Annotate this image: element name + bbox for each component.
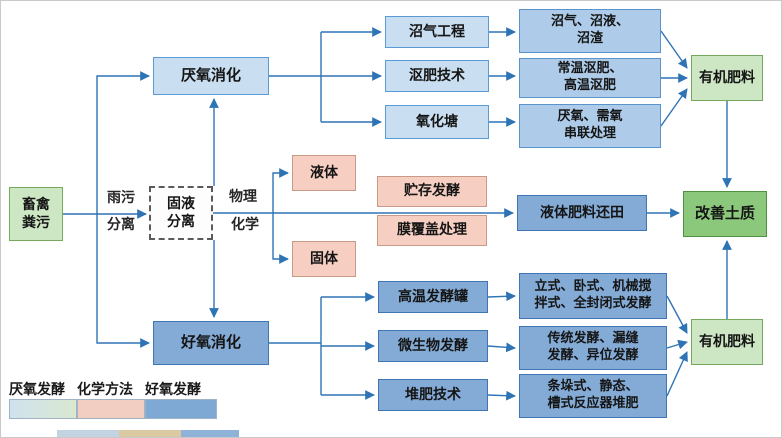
connector-compostingtypes-to-organic bbox=[666, 351, 688, 397]
node-retting-products-line1: 常温沤肥、 bbox=[557, 61, 623, 77]
legend-label-chemical: 化学方法 bbox=[77, 382, 133, 398]
node-storage-fermentation: 贮存发酵 bbox=[377, 176, 487, 207]
legend-swatch-aerobic bbox=[145, 399, 217, 419]
label-rain-sewage-2: 分离 bbox=[107, 217, 135, 233]
node-biogas-project-label: 沼气工程 bbox=[409, 23, 465, 40]
label-physical: 物理 bbox=[229, 189, 257, 205]
node-fermenter-types: 立式、卧式、机械搅 拌式、全封闭式发酵 bbox=[519, 273, 667, 319]
label-rain-sewage: 雨污 bbox=[107, 190, 135, 206]
node-oxidation-pond-label: 氧化塘 bbox=[416, 113, 458, 130]
node-storage-fermentation-label: 贮存发酵 bbox=[404, 183, 460, 200]
node-composting-types-line1: 条垛式、静态、 bbox=[547, 379, 639, 395]
node-organic-fertilizer-top-label: 有机肥料 bbox=[699, 69, 755, 86]
node-liquid-label: 液体 bbox=[310, 164, 338, 181]
node-solid-liquid-separation-line1: 固液 bbox=[167, 195, 195, 212]
node-anaerobic-digestion: 厌氧消化 bbox=[153, 57, 269, 95]
node-high-temp-fermenter-label: 高温发酵罐 bbox=[398, 288, 468, 305]
node-liquid: 液体 bbox=[292, 155, 356, 191]
node-livestock-manure-line1: 畜禽 bbox=[22, 196, 50, 213]
connector-microbial-to-types bbox=[487, 342, 516, 353]
partial-legend-strip-1 bbox=[57, 430, 119, 437]
node-solid-liquid-separation: 固液 分离 bbox=[149, 186, 213, 240]
node-microbial-fermentation-label: 微生物发酵 bbox=[398, 337, 468, 354]
node-organic-fertilizer-bottom: 有机肥料 bbox=[691, 319, 763, 365]
node-fermenter-types-line2: 拌式、全封闭式发酵 bbox=[534, 296, 652, 311]
connector-anaerobic-branch bbox=[269, 32, 322, 122]
node-aerobic-digestion: 好氧消化 bbox=[153, 321, 269, 365]
node-microbial-types-line2: 发酵、异位发酵 bbox=[547, 348, 639, 363]
node-high-temp-fermenter: 高温发酵罐 bbox=[378, 281, 488, 313]
label-chemical: 化学 bbox=[231, 217, 259, 233]
connector-aerobic-branch bbox=[269, 297, 322, 395]
partial-legend-strip-2 bbox=[119, 430, 181, 437]
connector-to-liquid bbox=[272, 168, 289, 213]
node-biogas-products-line2: 沼渣 bbox=[576, 31, 603, 46]
node-biogas-products-line1: 沼气、沼液、 bbox=[550, 14, 629, 30]
node-pond-products-line1: 厌氧、需氧 bbox=[557, 109, 623, 125]
node-aerobic-digestion-label: 好氧消化 bbox=[180, 333, 241, 352]
legend-swatch-anaerobic bbox=[9, 399, 77, 419]
node-improve-soil-label: 改善土质 bbox=[694, 204, 755, 223]
node-composting-types: 条垛式、静态、 槽式反应器堆肥 bbox=[519, 374, 667, 418]
node-solid-liquid-separation-line2: 分离 bbox=[167, 214, 195, 230]
connector-to-solid bbox=[272, 213, 289, 264]
node-liquid-fertilizer-return-label: 液体肥料还田 bbox=[540, 204, 624, 221]
node-composting-types-line2: 槽式反应器堆肥 bbox=[547, 396, 639, 411]
node-microbial-types: 传统发酵、漏缝 发酵、异位发酵 bbox=[519, 326, 667, 370]
legend-label-aerobic: 好氧发酵 bbox=[145, 382, 201, 398]
node-solid: 固体 bbox=[292, 241, 356, 277]
node-liquid-fertilizer-return: 液体肥料还田 bbox=[517, 195, 647, 231]
node-oxidation-pond: 氧化塘 bbox=[385, 105, 489, 139]
legend-swatch-chemical bbox=[77, 399, 145, 419]
node-membrane-covering-label: 膜覆盖处理 bbox=[397, 222, 467, 239]
node-fermenter-types-line1: 立式、卧式、机械搅 bbox=[534, 279, 652, 295]
node-pond-products: 厌氧、需氧 串联处理 bbox=[519, 104, 661, 148]
node-pond-products-line2: 串联处理 bbox=[563, 126, 616, 141]
node-anaerobic-digestion-label: 厌氧消化 bbox=[180, 66, 241, 85]
node-membrane-covering: 膜覆盖处理 bbox=[377, 215, 487, 246]
node-retting-technology: 沤肥技术 bbox=[385, 60, 489, 92]
connector-left-to-anaerobic bbox=[96, 71, 150, 214]
node-livestock-manure: 畜禽 粪污 bbox=[9, 187, 63, 241]
node-organic-fertilizer-bottom-label: 有机肥料 bbox=[699, 333, 755, 350]
connector-pondprod-to-organic bbox=[660, 88, 688, 127]
node-biogas-project: 沼气工程 bbox=[385, 16, 489, 48]
partial-legend-strip-3 bbox=[181, 430, 239, 437]
connector-microbialtypes-to-organic bbox=[666, 339, 688, 350]
node-retting-products-line2: 高温沤肥 bbox=[563, 78, 616, 93]
node-improve-soil: 改善土质 bbox=[683, 191, 767, 237]
node-microbial-types-line1: 传统发酵、漏缝 bbox=[547, 331, 639, 347]
connector-fermenter-to-types bbox=[487, 291, 516, 302]
node-composting-technology: 堆肥技术 bbox=[378, 379, 488, 411]
connector-composting-to-types bbox=[487, 390, 516, 401]
node-biogas-products: 沼气、沼液、 沼渣 bbox=[519, 9, 661, 53]
node-microbial-fermentation: 微生物发酵 bbox=[378, 330, 488, 362]
connector-left-to-aerobic bbox=[96, 214, 150, 348]
node-solid-label: 固体 bbox=[310, 250, 338, 267]
legend-label-anaerobic: 厌氧发酵 bbox=[9, 382, 65, 398]
connector-biogasprod-to-organic bbox=[660, 30, 688, 69]
node-organic-fertilizer-top: 有机肥料 bbox=[691, 55, 763, 101]
node-retting-products: 常温沤肥、 高温沤肥 bbox=[519, 58, 661, 98]
connector-tanktypes-to-organic bbox=[666, 295, 688, 334]
node-livestock-manure-line2: 粪污 bbox=[22, 215, 50, 231]
node-retting-technology-label: 沤肥技术 bbox=[409, 67, 465, 84]
node-composting-technology-label: 堆肥技术 bbox=[405, 386, 461, 403]
